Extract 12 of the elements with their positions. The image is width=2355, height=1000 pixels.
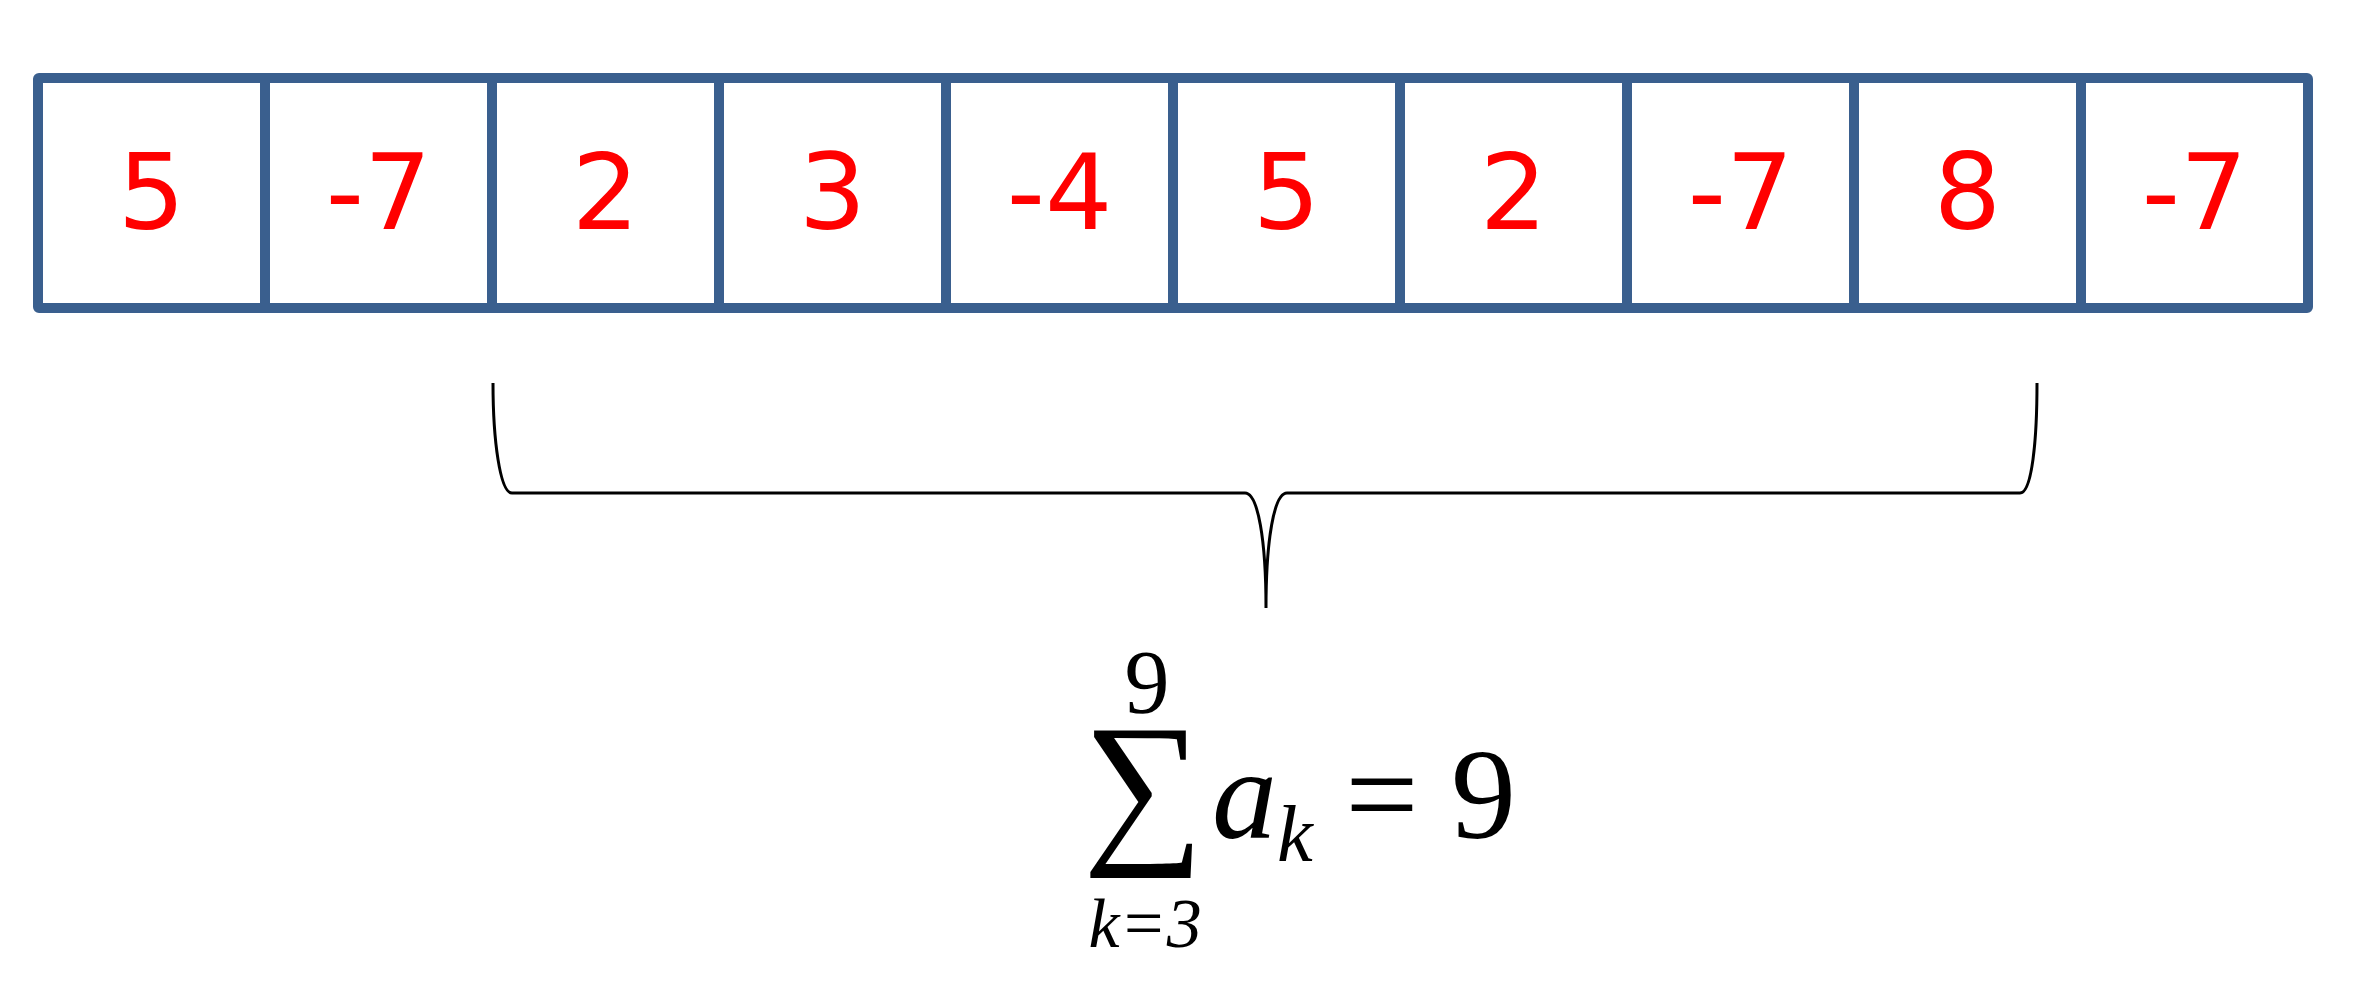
cell-value: 2 <box>1479 140 1548 246</box>
cell-value: -7 <box>325 140 432 246</box>
cell-value: 3 <box>798 140 867 246</box>
cell-value: 5 <box>1252 140 1321 246</box>
lower-limit: k=3 <box>1088 889 1202 959</box>
cell-value: -7 <box>1687 140 1794 246</box>
cell-value: 5 <box>117 140 186 246</box>
cell-value: -4 <box>1006 140 1113 246</box>
summand-equation: a$_{k}$ = 9 <box>1212 729 1517 859</box>
cell-value: 2 <box>571 140 640 246</box>
cell-value: -7 <box>2141 140 2248 246</box>
cell-value: 8 <box>1933 140 2002 246</box>
